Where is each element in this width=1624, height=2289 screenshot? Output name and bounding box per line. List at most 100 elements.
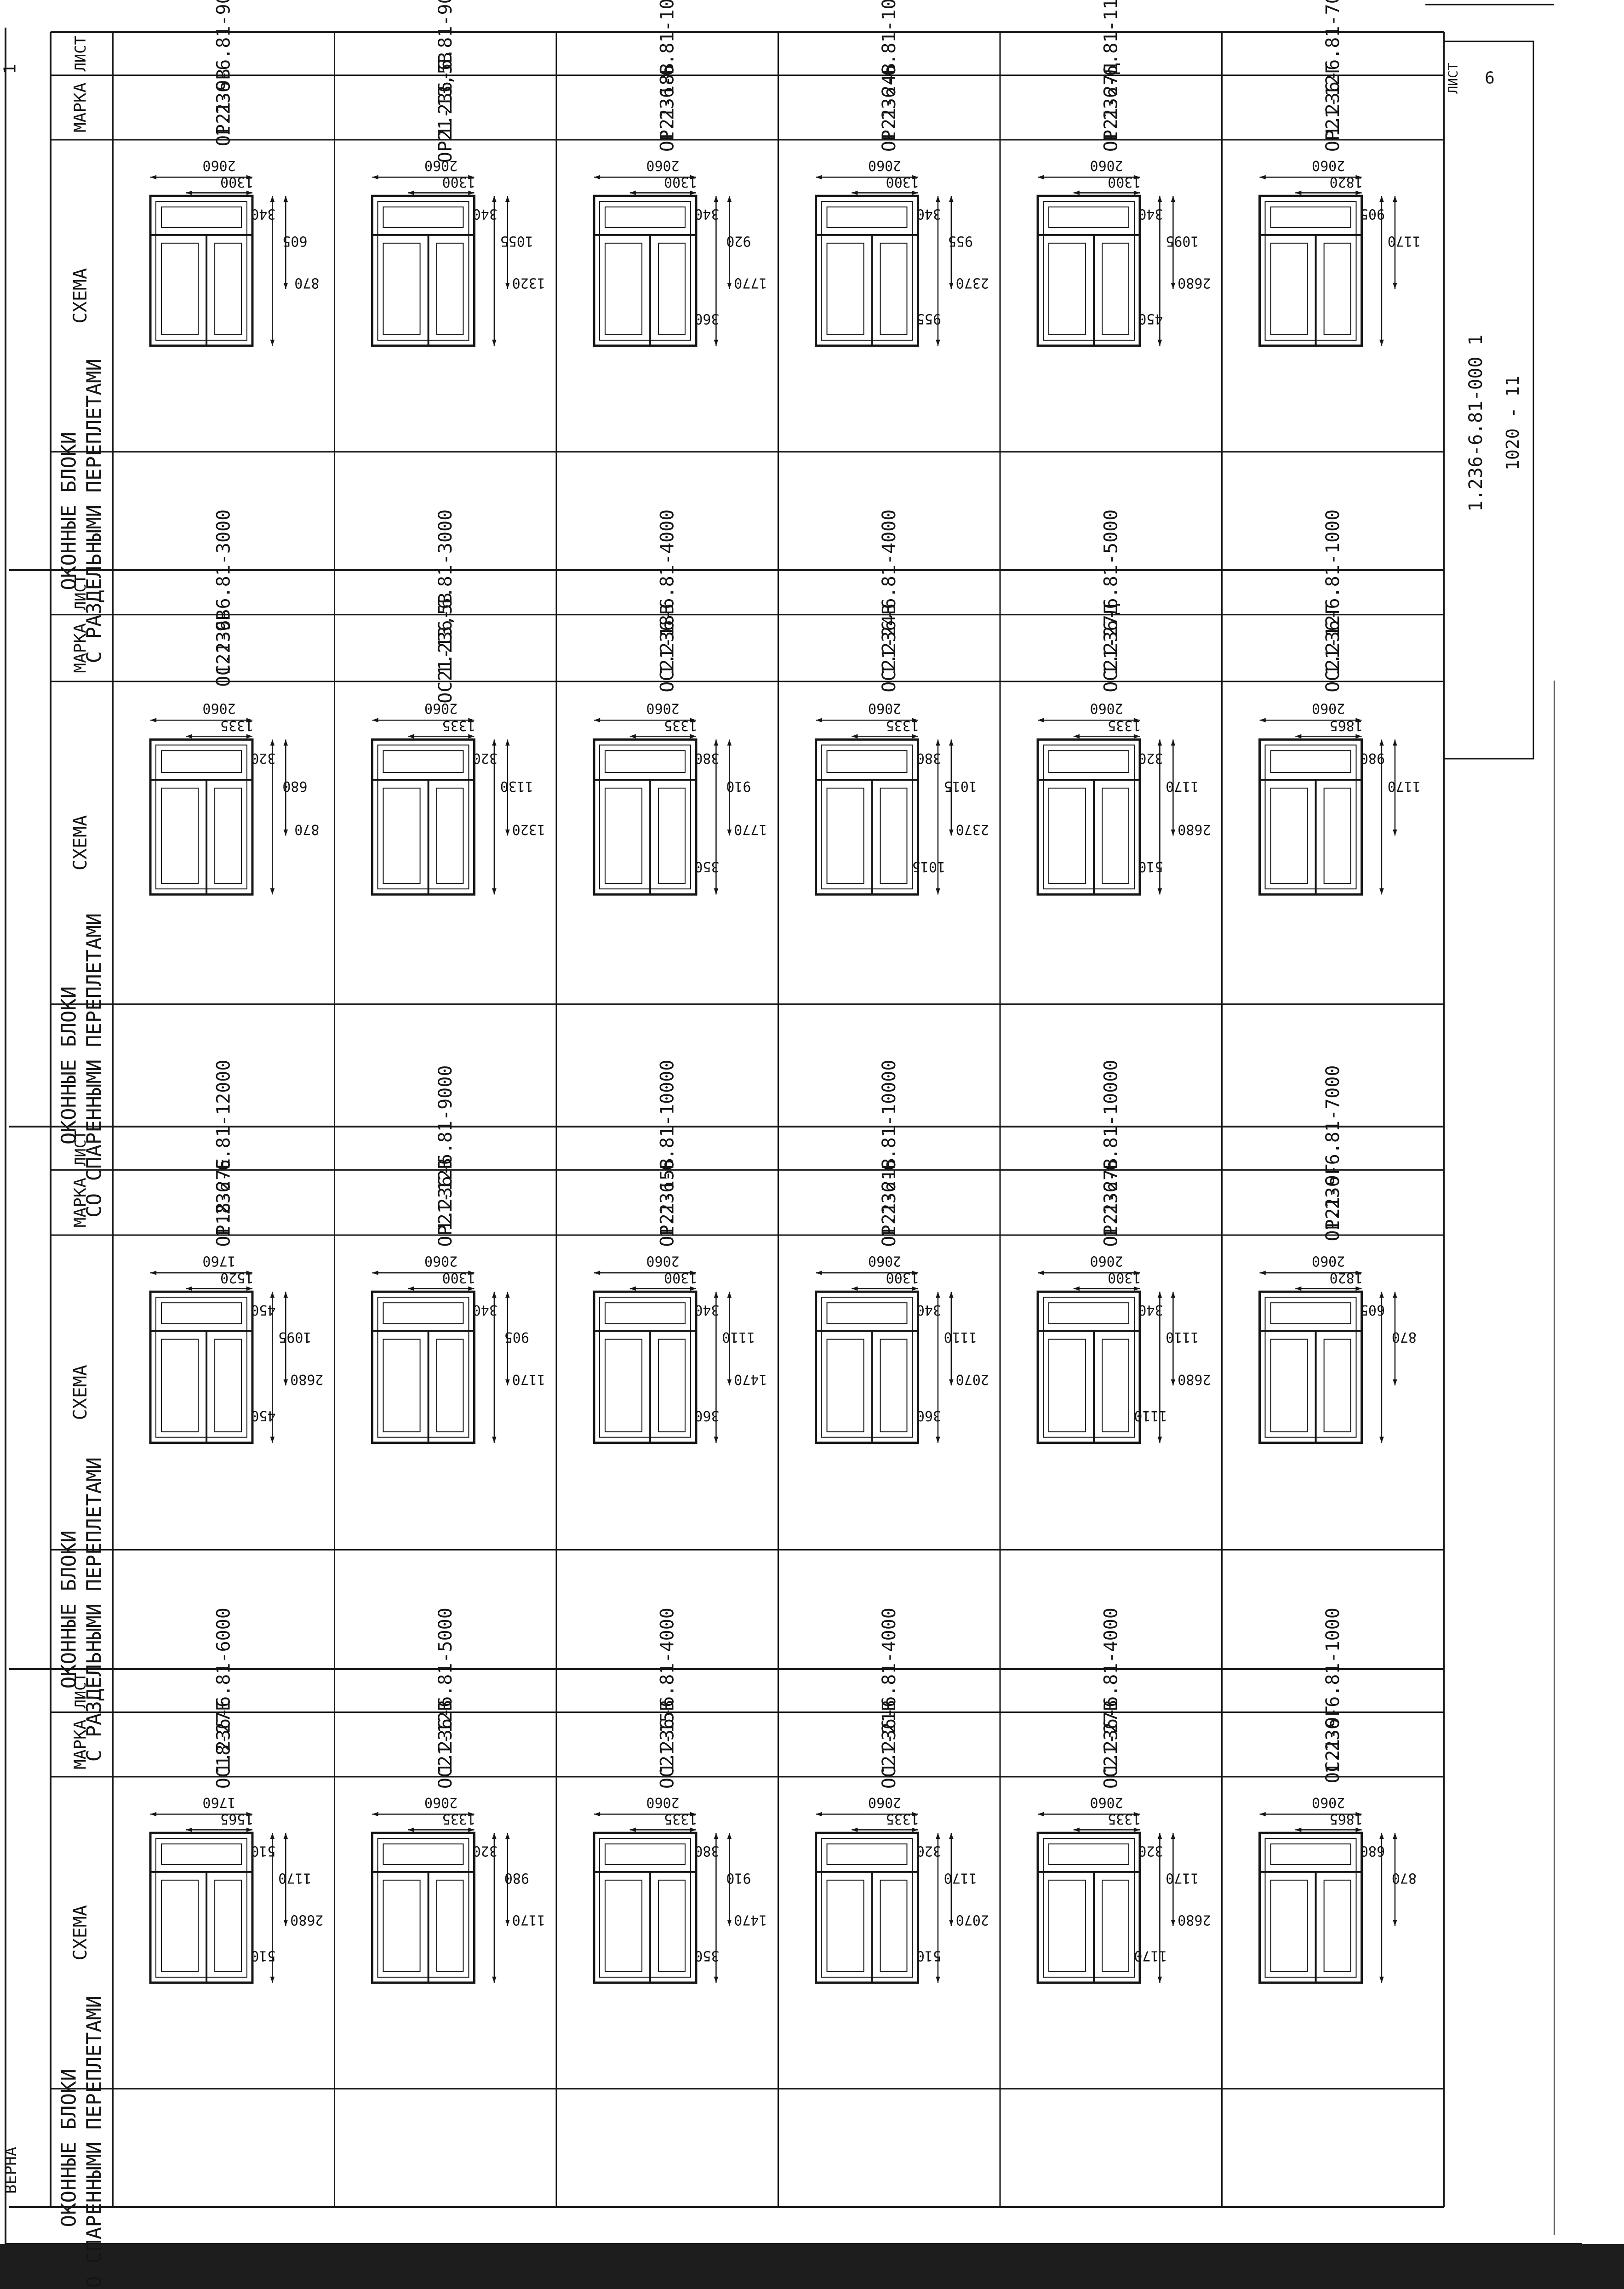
dimension-arrow	[246, 1270, 252, 1275]
dimension-arrow	[1393, 739, 1397, 746]
window-sash	[383, 242, 421, 335]
dimension-arrow	[246, 1812, 252, 1817]
sheet-reference: 1.236-6.81-10000	[879, 1060, 900, 1237]
sheet-reference: 1.236-6.81-1000	[1322, 1608, 1344, 1774]
sheet-reference: 1.236-6.81-9000	[213, 0, 234, 137]
dimension-label: 1300	[442, 1270, 475, 1286]
dimension-label: 1095	[1166, 233, 1199, 249]
dimension-label: 680	[282, 778, 307, 794]
dimension-arrow	[714, 339, 719, 346]
dimension-arrow	[1259, 175, 1266, 180]
dimension-label: 2680	[1178, 821, 1211, 837]
block-mark: ОР21-12Г	[1322, 63, 1344, 152]
dimension-label: 1565	[220, 1811, 253, 1827]
window-frame	[1036, 195, 1141, 347]
dimension-arrow	[1133, 1270, 1140, 1275]
dimension-arrow	[270, 1976, 275, 1983]
dimension-label: 2060	[1090, 700, 1123, 716]
window-sash	[383, 750, 464, 773]
dimension-arrow	[1073, 1286, 1080, 1291]
block-mark: ОС21-24В	[879, 604, 900, 692]
dimension-arrow	[270, 739, 275, 746]
window-sash	[1270, 1302, 1351, 1324]
dimension-arrow	[1295, 734, 1302, 739]
dimension-arrow	[1355, 718, 1362, 723]
dimension-arrow	[1393, 1292, 1397, 1298]
dimension-arrow	[912, 718, 918, 723]
block-mark: ОР21-12В	[435, 1158, 456, 1247]
dimension-arrow	[283, 1292, 288, 1298]
window-sash	[605, 1339, 643, 1432]
sheet-reference: 1.236-6.81-5000	[435, 1608, 456, 1774]
dimension-arrow	[594, 175, 600, 180]
dimension-arrow	[1355, 1270, 1362, 1275]
dimension-arrow	[1379, 339, 1384, 346]
dimension-arrow	[629, 734, 636, 739]
sheet-reference: 1.236-6.81-10000	[879, 0, 900, 142]
window-frame-inner	[377, 1297, 469, 1438]
dimension-arrow	[714, 739, 719, 746]
dimension-arrow	[714, 196, 719, 202]
dimension-label: 1335	[220, 717, 253, 733]
block-mark: ОС21-9Г	[1322, 1706, 1344, 1784]
window-frame	[815, 1831, 919, 1984]
dimension-arrow	[1157, 1436, 1162, 1443]
dimension-label: 2370	[956, 275, 989, 291]
dimension-label: 1170	[944, 1870, 977, 1886]
dimension-label: 1770	[734, 275, 767, 291]
dimension-arrow	[283, 739, 288, 746]
dimension-label: 980	[504, 1870, 529, 1886]
window-frame	[1036, 1831, 1141, 1984]
window-sash	[1048, 1879, 1086, 1972]
dimension-label: 340	[694, 1302, 719, 1318]
dimension-label: 1335	[664, 717, 697, 733]
dimension-arrow	[150, 1270, 157, 1275]
window-sash	[658, 1339, 686, 1432]
dimension-label: 905	[1360, 206, 1385, 222]
dimension-arrow	[852, 734, 858, 739]
window-sash	[826, 1843, 908, 1865]
dimension-arrow	[1171, 1833, 1176, 1839]
dimension-label: 340	[473, 206, 497, 222]
dimension-arrow	[150, 175, 157, 180]
dimension-label: 1470	[734, 1912, 767, 1928]
window-sash	[605, 1843, 686, 1865]
block-mark: ОС21-21В	[879, 1700, 900, 1789]
dimension-arrow	[492, 339, 497, 346]
dimension-arrow	[186, 190, 192, 195]
sheet-reference: 1.236-6.81-10000	[657, 0, 678, 142]
window-sash	[880, 787, 908, 884]
dimension-label: 340	[1138, 206, 1163, 222]
dimension-arrow	[714, 1976, 719, 1983]
dimension-arrow	[505, 196, 510, 202]
dimension-arrow	[1295, 190, 1302, 195]
dimension-arrow	[1171, 739, 1176, 746]
dimension-label: 2060	[1312, 1794, 1345, 1810]
dimension-label: 1300	[664, 1270, 697, 1286]
dimension-arrow	[714, 888, 719, 895]
window-sash	[1048, 1843, 1129, 1865]
window-frame	[1258, 1290, 1363, 1444]
sheet-reference: 1.236-6.81-7000	[1322, 0, 1344, 137]
dimension-arrow	[246, 734, 252, 739]
dimension-label: 2060	[424, 700, 457, 716]
window-sash	[658, 1879, 686, 1972]
dimension-label: 905	[504, 1329, 529, 1345]
dimension-arrow	[1038, 1812, 1044, 1817]
dimension-label: 2060	[1090, 1253, 1123, 1269]
dimension-arrow	[150, 1812, 157, 1817]
dimension-label: 350	[694, 1948, 719, 1964]
window-sash	[826, 750, 908, 773]
dimension-arrow	[468, 1812, 475, 1817]
dimension-arrow	[949, 1292, 954, 1298]
window-frame	[593, 1290, 698, 1444]
dimension-label: 2060	[646, 700, 679, 716]
dimension-arrow	[246, 175, 252, 180]
dimension-arrow	[936, 1292, 940, 1298]
dimension-arrow	[949, 1379, 954, 1385]
dimension-arrow	[283, 1833, 288, 1839]
dimension-arrow	[1379, 1833, 1384, 1839]
dimension-arrow	[468, 175, 475, 180]
window-sash	[605, 1879, 643, 1972]
